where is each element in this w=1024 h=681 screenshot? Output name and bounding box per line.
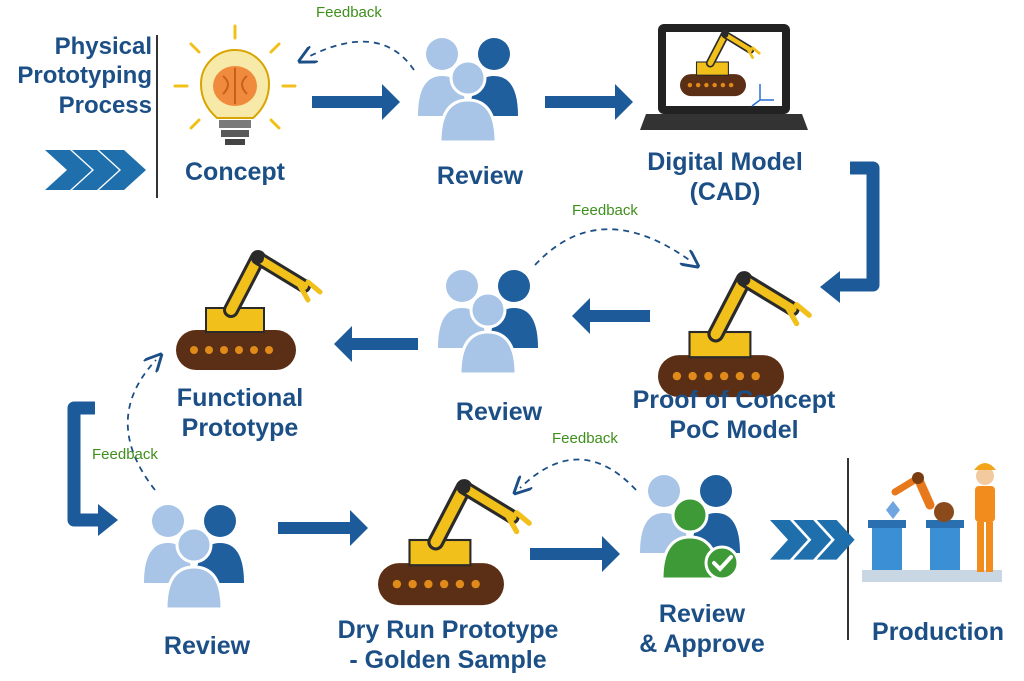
arrow-review-to-digital — [545, 84, 633, 120]
label-review-1: Review — [436, 162, 524, 190]
lightbulb-brain-icon — [173, 24, 297, 145]
feedback-arrow-3 — [126, 360, 156, 491]
feedback-label-2: Feedback — [572, 202, 638, 219]
feedback-arrow-4 — [520, 458, 637, 490]
approve-check-icon — [640, 475, 740, 581]
feedback-label-1: Feedback — [316, 4, 382, 21]
arrow-functional-to-review — [67, 401, 100, 527]
label-poc: Proof of Concept PoC Model — [624, 386, 844, 445]
label-digital-model-line-2: (CAD) — [689, 177, 761, 206]
label-dry-run-line-1: Dry Run Prototype — [337, 616, 559, 644]
title-line-1: Physical — [54, 33, 152, 60]
label-dry-run: Dry Run Prototype - Golden Sample — [328, 616, 568, 675]
robot-arm-icon — [658, 273, 809, 397]
label-digital-model-line-1: Digital Model — [647, 148, 803, 176]
title-line-2: Prototyping — [17, 62, 152, 90]
laptop-cad-icon — [640, 24, 808, 130]
chevrons-icon — [45, 150, 146, 190]
arrow-poc-to-review — [572, 298, 650, 334]
label-poc-line-2: PoC Model — [669, 415, 799, 444]
team-review-icon — [416, 36, 520, 144]
robot-arm-icon — [176, 252, 320, 370]
chevrons-icon — [770, 520, 855, 560]
arrow-review-to-functional — [334, 326, 418, 362]
label-concept: Concept — [185, 158, 285, 186]
label-dry-run-line-2: - Golden Sample — [349, 645, 547, 674]
robot-arm-icon — [378, 481, 529, 605]
arrow-concept-to-review — [312, 84, 400, 120]
label-review-3: Review — [163, 632, 251, 660]
label-review-2: Review — [455, 398, 543, 426]
title-line-3: Process — [58, 91, 152, 119]
label-production: Production — [872, 618, 1004, 646]
flow-arrows — [278, 84, 650, 572]
production-factory-icon — [862, 463, 1002, 582]
label-review-approve-line-2: & Approve — [639, 629, 765, 658]
label-functional-line-1: Functional — [176, 384, 304, 412]
label-poc-line-1: Proof of Concept — [632, 386, 836, 414]
feedback-arrow-1 — [306, 40, 415, 71]
arrow-digital-to-poc — [838, 161, 880, 292]
feedback-label-3: Feedback — [92, 446, 158, 463]
page-title: Physical Prototyping Process — [8, 32, 152, 120]
feedback-label-4: Feedback — [552, 430, 618, 447]
arrow-review-to-dryrun — [278, 510, 368, 546]
label-review-approve: Review & Approve — [622, 600, 782, 659]
label-digital-model: Digital Model (CAD) — [630, 148, 820, 207]
label-functional-prototype: Functional Prototype — [160, 384, 320, 443]
team-review-icon — [436, 268, 540, 376]
label-review-approve-line-1: Review — [658, 600, 746, 628]
team-review-icon — [142, 503, 246, 611]
arrow-dryrun-to-approve — [530, 536, 620, 572]
feedback-arrow-2 — [534, 228, 692, 265]
label-functional-line-2: Prototype — [181, 413, 299, 442]
